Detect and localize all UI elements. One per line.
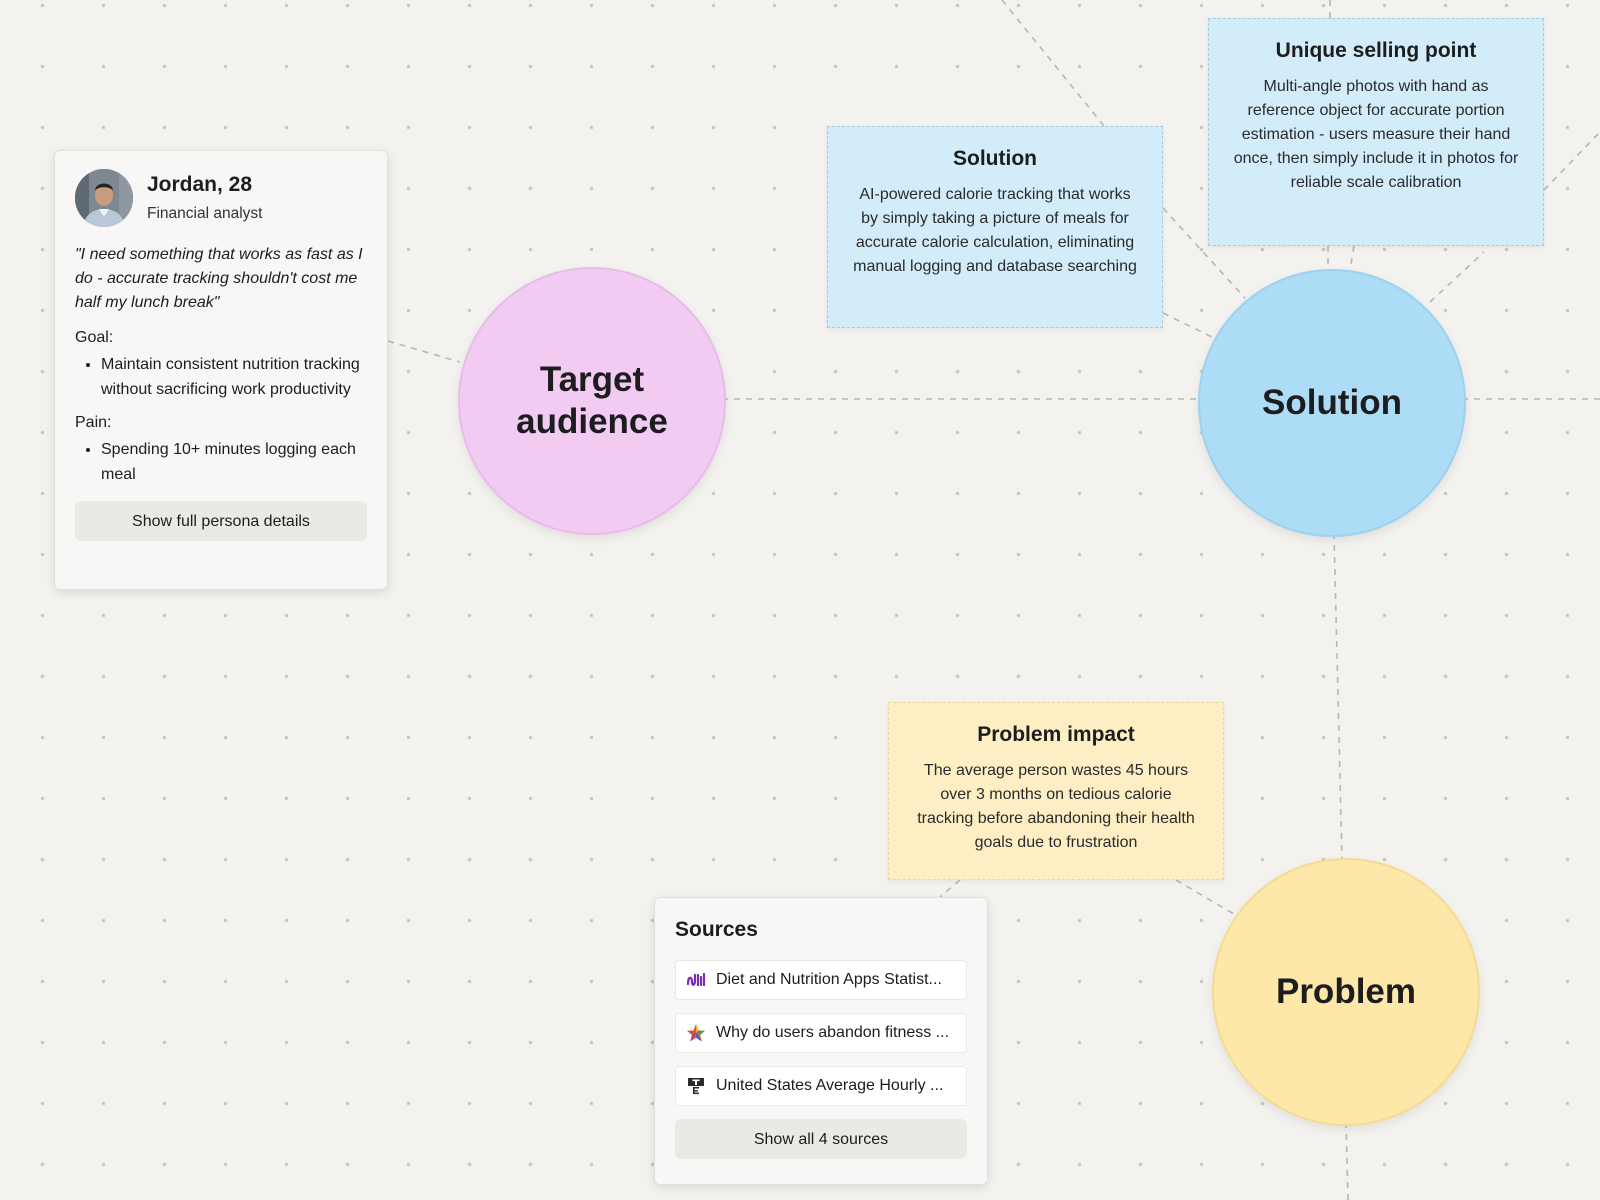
persona-quote: "I need something that works as fast as …	[75, 246, 363, 311]
solution-note[interactable]: Solution AI-powered calorie tracking tha…	[827, 126, 1163, 328]
source-item[interactable]: Diet and Nutrition Apps Statist...	[675, 960, 967, 1000]
target-audience-label: Target audience	[516, 360, 668, 441]
persona-header: Jordan, 28 Financial analyst	[75, 169, 367, 227]
goal-label: Goal:	[75, 329, 114, 346]
pain-label: Pain:	[75, 414, 112, 431]
sources-title: Sources	[675, 918, 758, 941]
source-item[interactable]: United States Average Hourly ...	[675, 1066, 967, 1106]
impact-note-body: The average person wastes 45 hours over …	[917, 762, 1195, 851]
show-persona-details-button[interactable]: Show full persona details	[75, 501, 367, 541]
source-item[interactable]: Why do users abandon fitness ...	[675, 1013, 967, 1053]
usp-note-title: Unique selling point	[1275, 39, 1477, 62]
problem-node[interactable]: Problem	[1212, 858, 1480, 1126]
target-audience-node[interactable]: Target audience	[458, 267, 726, 535]
problem-impact-note[interactable]: Problem impact The average person wastes…	[888, 702, 1224, 880]
solution-note-title: Solution	[953, 147, 1037, 170]
te-logo-icon	[686, 1076, 706, 1096]
solution-node-label: Solution	[1262, 383, 1402, 422]
solution-node[interactable]: Solution	[1198, 269, 1466, 537]
source-label: Diet and Nutrition Apps Statist...	[716, 971, 942, 988]
pain-list: Spending 10+ minutes logging each meal	[75, 438, 367, 487]
avatar	[75, 169, 133, 227]
show-all-sources-button[interactable]: Show all 4 sources	[675, 1119, 967, 1159]
pain-item: Spending 10+ minutes logging each meal	[101, 438, 367, 487]
problem-node-label: Problem	[1275, 972, 1417, 1011]
sources-card[interactable]: Sources Diet and Nutrition Apps Statist.…	[654, 897, 988, 1185]
source-label: United States Average Hourly ...	[716, 1077, 944, 1094]
impact-note-title: Problem impact	[977, 723, 1135, 746]
unique-selling-point-note[interactable]: Unique selling point Multi-angle photos …	[1208, 18, 1544, 246]
colorful-star-icon	[686, 1023, 706, 1043]
persona-card[interactable]: Jordan, 28 Financial analyst "I need som…	[54, 150, 388, 590]
source-label: Why do users abandon fitness ...	[716, 1024, 950, 1041]
persona-name: Jordan, 28	[147, 173, 253, 196]
usp-note-body: Multi-angle photos with hand as referenc…	[1233, 78, 1519, 191]
goal-item: Maintain consistent nutrition tracking w…	[101, 353, 367, 402]
waveform-logo-icon	[686, 970, 706, 990]
persona-role: Financial analyst	[147, 205, 263, 222]
goal-list: Maintain consistent nutrition tracking w…	[75, 353, 367, 402]
solution-note-body: AI-powered calorie tracking that works b…	[853, 186, 1137, 275]
